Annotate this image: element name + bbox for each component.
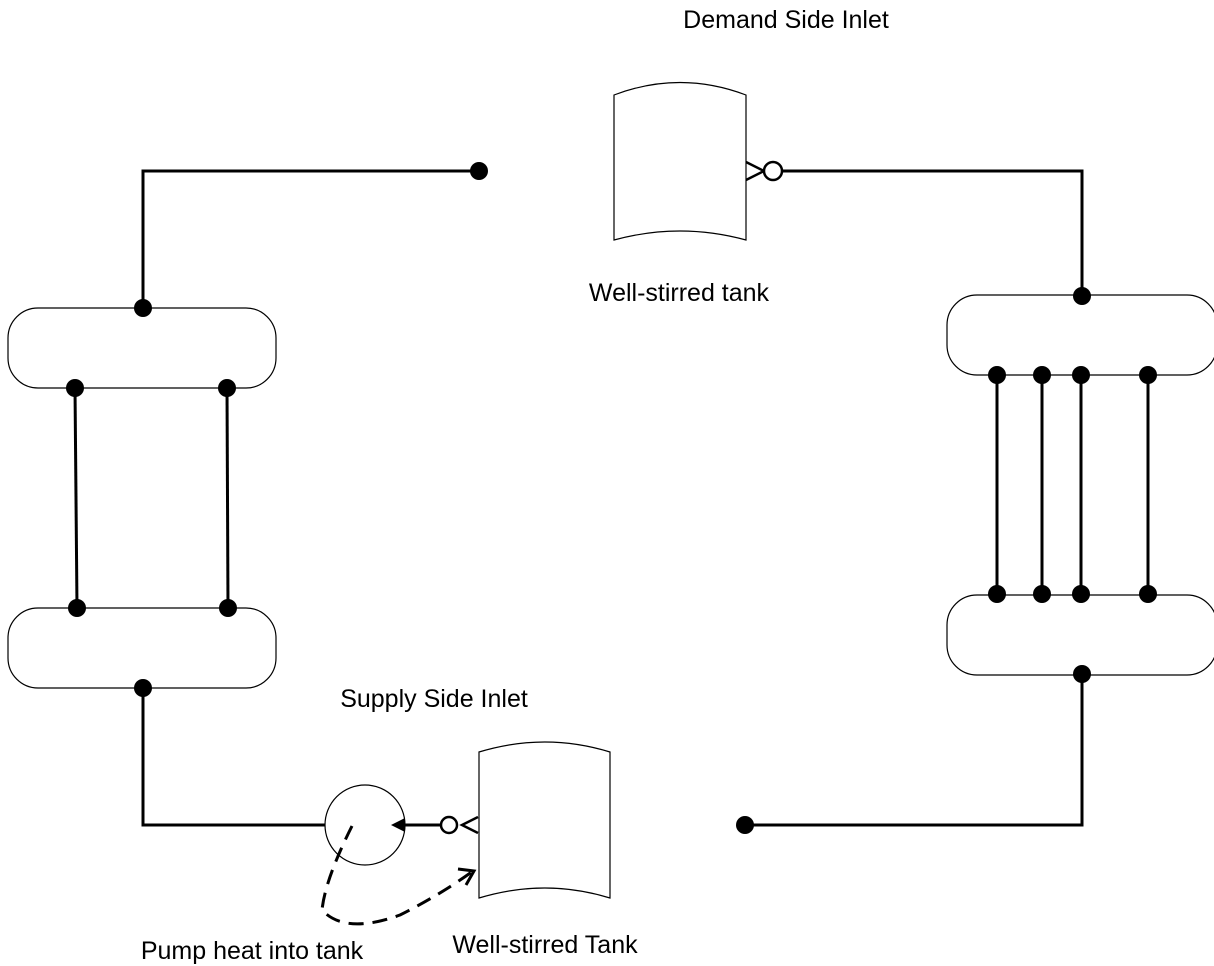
supply-branch-1-bottom-node <box>68 599 86 617</box>
supply-pump-outlet-pipe <box>141 688 325 827</box>
supply-inlet-node <box>736 816 754 834</box>
supply-well-stirred-tank <box>478 741 611 899</box>
supply-branch-2-bottom-node <box>219 599 237 617</box>
supply-side-inlet-label: Supply Side Inlet <box>340 685 528 713</box>
supply-tank-outlet-open-node <box>439 815 459 835</box>
demand-tank-label: Well-stirred tank <box>589 279 770 307</box>
supply-splitter <box>7 607 277 689</box>
supply-branch-1 <box>73 387 79 609</box>
pump-heat-dashed-arrow <box>320 825 474 926</box>
supply-branch-2 <box>225 387 230 609</box>
supply-tank-outlet-chevron <box>459 815 479 835</box>
pump-heat-arrowhead <box>457 867 477 886</box>
pump-inlet-arrow <box>391 818 405 832</box>
supply-mixer <box>7 307 277 389</box>
demand-branch-2-top-node <box>1033 366 1051 384</box>
supply-mixer-outlet-node <box>134 299 152 317</box>
demand-return-pipe <box>745 674 1084 827</box>
supply-tank-label: Well-stirred Tank <box>452 931 638 959</box>
demand-branch-4-bottom-node <box>1139 585 1157 603</box>
supply-branch-2-top-node <box>218 379 236 397</box>
demand-branch-3-top-node <box>1072 366 1090 384</box>
demand-branch-1-top-node <box>988 366 1006 384</box>
pump-heat-label: Pump heat into tank <box>141 937 364 965</box>
demand-tank-inlet-chevron <box>745 160 767 182</box>
demand-outlet-pipe <box>141 169 479 308</box>
demand-inlet-open-node <box>762 160 784 182</box>
demand-outlet-node <box>470 162 488 180</box>
demand-splitter-inlet-node <box>1073 287 1091 305</box>
demand-splitter <box>946 294 1214 376</box>
demand-branch-2-bottom-node <box>1033 585 1051 603</box>
demand-inlet-pipe <box>782 169 1084 296</box>
demand-side-inlet-label: Demand Side Inlet <box>683 6 889 34</box>
demand-well-stirred-tank <box>613 81 747 241</box>
supply-branch-1-top-node <box>66 379 84 397</box>
demand-branch-4-top-node <box>1139 366 1157 384</box>
demand-mixer <box>946 594 1214 676</box>
demand-branch-1-bottom-node <box>988 585 1006 603</box>
demand-branch-3-bottom-node <box>1072 585 1090 603</box>
